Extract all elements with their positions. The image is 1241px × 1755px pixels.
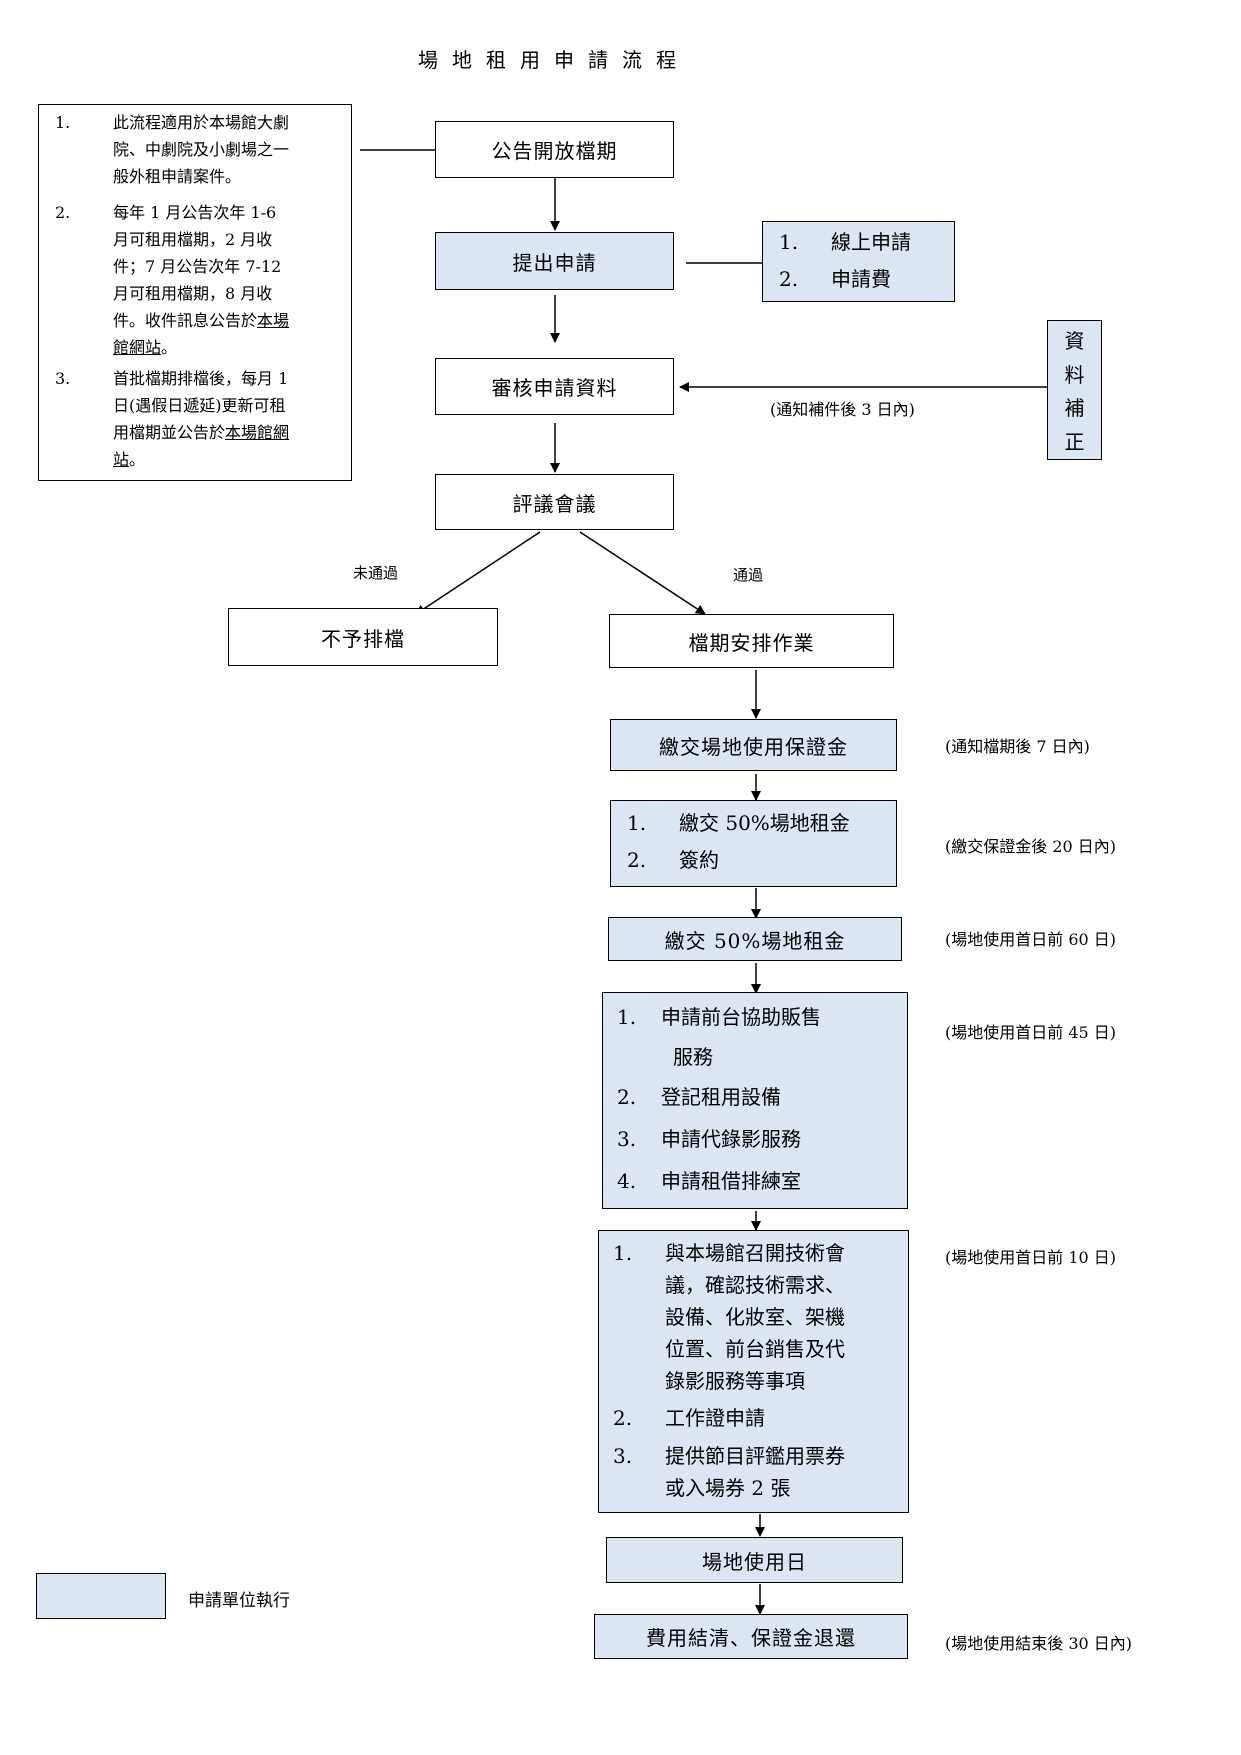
step-announce: 公告開放檔期 [435,121,674,178]
page-title: 場地租用申請流程 [418,48,690,72]
step-reject: 不予排檔 [228,608,498,666]
step-review: 審核申請資料 [435,358,674,415]
step-settle: 費用結清、保證金退還 [594,1614,908,1659]
website-link[interactable]: 本場 [257,311,290,330]
apply-items-box: 1.線上申請 2.申請費 [762,221,955,302]
fail-label: 未通過 [353,564,399,582]
deposit-note: (通知檔期後 7 日內) [945,737,1090,756]
services-note: (場地使用首日前 45 日) [945,1023,1117,1042]
contract-note: (繳交保證金後 20 日內) [945,837,1117,856]
supplement-note: (通知補件後 3 日內) [770,400,915,419]
step-supplement: 資 料 補 正 [1047,320,1102,460]
legend-label: 申請單位執行 [188,1591,290,1611]
arrow-meeting-reject [415,531,541,615]
scope-note-box: 1. 此流程適用於本場館大劇 院、中劇院及小劇場之一 般外租申請案件。 2. 每… [38,104,352,481]
arrow-meeting-schedule [579,531,706,615]
step-meeting: 評議會議 [435,474,674,530]
step-contract: 1.繳交 50%場地租金 2.簽約 [610,800,897,887]
step-tech: 1. 與本場館召開技術會 議，確認技術需求、 設備、化妝室、架機 位置、前台銷售… [598,1230,909,1513]
step-rent: 繳交 50%場地租金 [608,917,902,961]
rent-note: (場地使用首日前 60 日) [945,930,1117,949]
settle-note: (場地使用結束後 30 日內) [945,1634,1133,1653]
legend-swatch [36,1573,166,1619]
step-apply: 提出申請 [435,232,674,290]
step-use-day: 場地使用日 [606,1537,903,1583]
website-link[interactable]: 站 [113,450,130,469]
website-link[interactable]: 本場館網 [225,423,290,442]
website-link[interactable]: 館網站 [113,338,162,357]
pass-label: 通過 [733,566,764,584]
tech-note: (場地使用首日前 10 日) [945,1248,1117,1267]
step-deposit: 繳交場地使用保證金 [610,719,897,771]
step-services: 1. 申請前台協助販售服務 2.登記租用設備 3.申請代錄影服務 4.申請租借排… [602,992,908,1209]
step-schedule: 檔期安排作業 [609,614,894,668]
